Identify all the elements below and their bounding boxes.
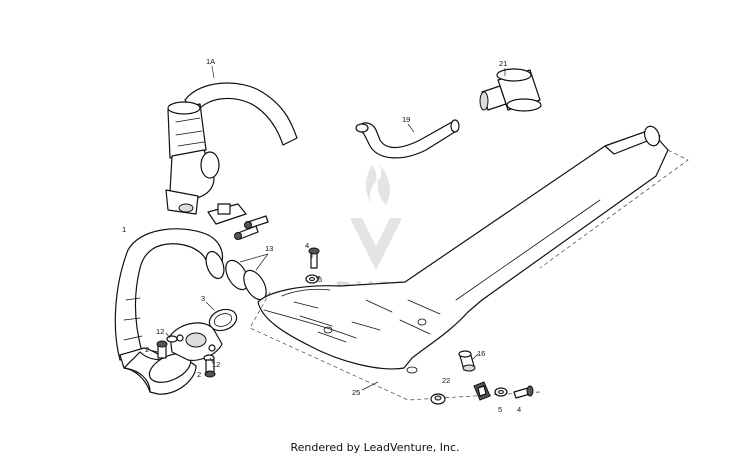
part-3-gasket: [208, 308, 238, 332]
part-5-washer-right: [494, 387, 508, 397]
part-13-o-rings: [225, 259, 267, 301]
callout-4-center: 4: [305, 241, 309, 250]
part-25-silencer: [257, 125, 669, 374]
callout-22: 22: [442, 376, 450, 385]
callout-1: 1: [122, 225, 126, 234]
callout-3: 3: [201, 294, 205, 303]
render-credit: Rendered by LeadVenture, Inc.: [290, 441, 460, 454]
part-1a-head-pipe: [165, 82, 298, 215]
callout-21: 21: [499, 59, 507, 68]
callout-16: 16: [477, 349, 485, 358]
callout-19: 19: [402, 115, 410, 124]
part-19-hose: [355, 119, 460, 159]
callout-2-right: 2: [197, 370, 201, 379]
callout-4-right: 4: [517, 405, 521, 414]
part-5-washer-center: [305, 274, 319, 284]
callout-5-center: 5: [318, 275, 322, 284]
part-21-rubber-mount: [479, 68, 542, 112]
spring-clip: [473, 381, 491, 401]
part-1-head-pipe: [114, 228, 225, 395]
callout-12-right: 12: [212, 360, 220, 369]
part-4-bolt-center: [308, 247, 320, 269]
callout-12-left: 12: [156, 327, 164, 336]
part-4-bolt-right: [513, 385, 534, 399]
callout-1a: 1A: [206, 57, 215, 66]
callout-13: 13: [265, 244, 273, 253]
part-22-grommet: [430, 393, 446, 405]
leader-lines: [149, 65, 506, 391]
mount-bracket: [207, 203, 269, 240]
assembly-outline-25: [249, 149, 689, 401]
callout-25: 25: [352, 388, 360, 397]
part-16-sleeve: [458, 350, 476, 372]
flange-bolts: [156, 335, 216, 378]
callout-2-left: 2: [145, 345, 149, 354]
callout-labels: 1A 21 19 1 13 4 5 3 12 2 12 2 16 22 25 5…: [122, 57, 521, 414]
callout-5-right: 5: [498, 405, 502, 414]
